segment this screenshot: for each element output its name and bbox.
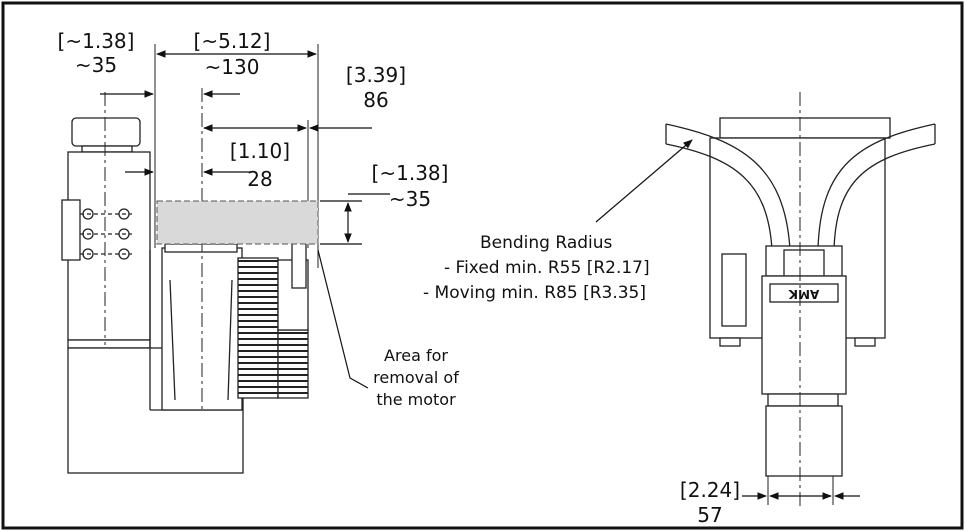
bottom-dimension-line xyxy=(595,139,860,500)
dim-86-mm: 86 xyxy=(363,88,388,112)
dim-57-inch: [2.24] xyxy=(680,478,740,502)
removal-note-line-3: the motor xyxy=(376,390,456,409)
removal-note-line-2: removal of xyxy=(373,368,459,387)
side-view xyxy=(61,44,319,474)
dimension-lines xyxy=(100,50,390,389)
removal-note-line-1: Area for xyxy=(384,346,448,365)
dim-86-inch: [3.39] xyxy=(346,63,406,87)
dim-35-mm-right: ~35 xyxy=(389,187,431,211)
dim-35-inch-right: [~1.38] xyxy=(372,161,449,185)
bending-radius-moving: - Moving min. R85 [R3.35] xyxy=(423,283,646,303)
dim-57-mm: 57 xyxy=(697,503,722,527)
dim-35-mm-top: ~35 xyxy=(75,53,117,77)
dim-28-inch: [1.10] xyxy=(230,139,290,163)
dim-28-mm: 28 xyxy=(247,167,272,191)
bending-radius-fixed: - Fixed min. R55 [R2.17] xyxy=(444,258,650,278)
dim-35-inch-top: [~1.38] xyxy=(58,29,135,53)
bending-radius-title: Bending Radius xyxy=(480,233,613,253)
amk-logo: AMK xyxy=(788,287,819,301)
motor-removal-area xyxy=(156,200,319,245)
dim-130-mm: ~130 xyxy=(205,55,260,79)
front-view xyxy=(665,92,936,508)
dim-130-inch: [~5.12] xyxy=(194,29,271,53)
